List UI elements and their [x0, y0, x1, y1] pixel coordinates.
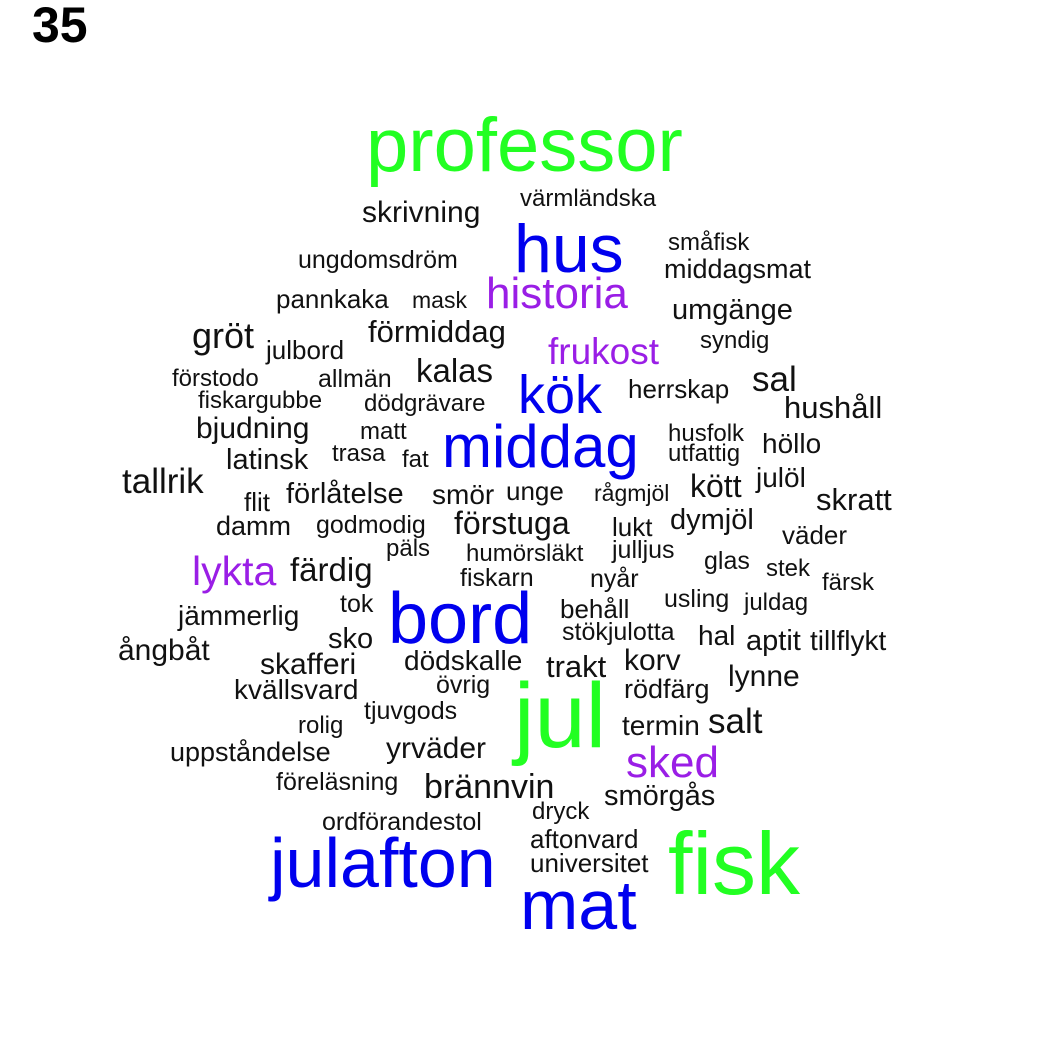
word-87: termin [622, 710, 700, 741]
word-32: dödgrävare [364, 390, 486, 417]
word-71: stökjulotta [562, 618, 675, 646]
word-88: salt [708, 702, 763, 741]
word-24: julbord [266, 335, 345, 365]
word-96: aftonvard [530, 824, 639, 854]
word-50: skratt [816, 482, 892, 517]
word-94: dryck [532, 798, 590, 825]
word-41: utfattig [668, 440, 741, 467]
word-2: hus [514, 211, 624, 287]
word-91: föreläsning [276, 768, 399, 796]
word-36: husfolk [668, 420, 745, 447]
word-10: sked [626, 738, 719, 787]
word-7: lykta [192, 548, 277, 594]
word-49: rågmjöl [594, 480, 670, 506]
word-68: juldag [744, 589, 809, 616]
word-12: fisk [668, 814, 800, 913]
word-60: färdig [290, 551, 373, 588]
word-62: stek [766, 555, 811, 582]
word-35: matt [360, 418, 407, 445]
word-67: usling [664, 585, 730, 613]
word-30: sal [752, 360, 797, 399]
word-66: tok [340, 590, 374, 618]
word-80: korv [624, 644, 681, 677]
word-47: smör [432, 479, 495, 510]
word-17: ungdomsdröm [298, 246, 458, 274]
word-15: skrivning [362, 196, 481, 229]
word-65: färsk [822, 569, 875, 596]
word-69: jämmerlig [178, 600, 300, 631]
word-34: bjudning [196, 412, 310, 445]
word-81: lynne [728, 660, 800, 693]
word-63: fiskarn [460, 564, 534, 592]
word-70: behåll [560, 594, 630, 624]
word-85: tjuvgods [364, 697, 458, 725]
word-90: yrväder [386, 732, 487, 765]
word-61: glas [704, 547, 750, 575]
word-33: hushåll [784, 390, 883, 425]
word-27: förstodo [172, 365, 259, 392]
word-59: julljus [612, 536, 675, 564]
word-78: dödskalle [404, 645, 523, 676]
word-23: förmiddag [368, 314, 506, 349]
word-4: frukost [548, 331, 660, 372]
word-95: ordförandestol [322, 808, 482, 836]
word-72: hal [698, 620, 736, 651]
word-37: höllo [762, 428, 822, 459]
word-19: pannkaka [276, 284, 389, 314]
word-89: uppståndelse [170, 737, 331, 767]
word-26: kalas [416, 352, 494, 389]
word-38: trasa [332, 440, 386, 467]
word-1: professor [366, 103, 683, 188]
word-16: småfisk [668, 229, 750, 256]
word-58: humörsläkt [466, 540, 584, 567]
panel-number: 35 [32, 0, 88, 53]
word-44: kött [690, 468, 742, 504]
word-13: mat [520, 866, 637, 944]
word-73: sko [328, 623, 374, 655]
word-40: fat [402, 446, 429, 473]
word-76: ångbåt [118, 634, 210, 667]
word-3: historia [486, 269, 628, 318]
word-77: skafferi [260, 648, 357, 681]
word-25: syndig [700, 327, 770, 354]
word-92: brännvin [424, 768, 555, 806]
word-74: aptit [746, 625, 801, 657]
word-53: förstuga [454, 505, 570, 541]
word-75: tillflykt [810, 625, 887, 656]
word-51: damm [216, 511, 292, 541]
word-28: allmän [318, 365, 392, 393]
word-43: julöl [756, 462, 806, 493]
word-84: rödfärg [624, 674, 710, 704]
word-11: julafton [270, 824, 496, 902]
word-22: gröt [192, 315, 255, 356]
word-9: jul [514, 665, 607, 767]
word-21: umgänge [672, 294, 793, 326]
word-86: rolig [298, 712, 344, 739]
word-42: tallrik [122, 462, 204, 501]
word-20: mask [412, 287, 467, 313]
word-45: flit [244, 487, 270, 517]
word-54: lukt [612, 512, 653, 542]
word-46: förlåtelse [286, 478, 404, 510]
word-14: värmländska [520, 185, 657, 212]
word-39: latinsk [226, 444, 309, 476]
word-93: smörgås [604, 780, 716, 812]
word-52: godmodig [316, 511, 426, 539]
word-97: universitet [530, 848, 649, 878]
word-79: trakt [546, 649, 607, 684]
word-8: bord [388, 579, 533, 659]
word-31: fiskargubbe [198, 387, 323, 414]
word-83: övrig [436, 671, 491, 699]
word-55: dymjöl [670, 504, 754, 536]
word-56: väder [782, 520, 848, 550]
word-18: middagsmat [664, 254, 812, 284]
word-5: kök [518, 365, 603, 425]
word-6: middag [442, 413, 639, 480]
word-48: unge [506, 476, 564, 506]
word-29: herrskap [628, 374, 730, 404]
word-64: nyår [590, 565, 639, 593]
word-57: päls [386, 535, 431, 562]
word-82: kvällsvard [234, 674, 359, 705]
